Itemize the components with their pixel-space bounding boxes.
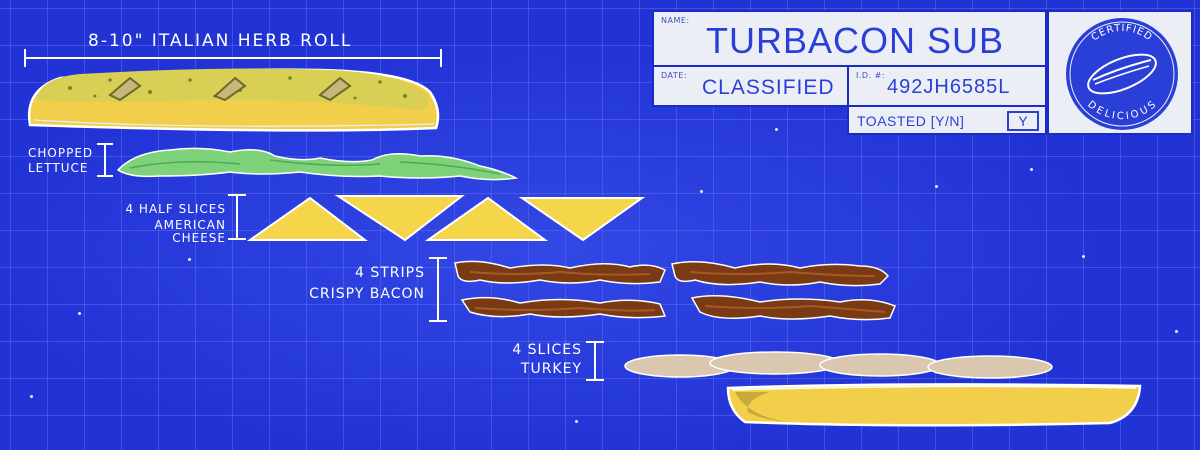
cheese-bracket <box>236 194 238 240</box>
date-value: CLASSIFIED <box>702 76 835 99</box>
star-dot <box>1030 168 1033 171</box>
bacon-strips-illustration <box>454 260 896 321</box>
bacon-bracket-top <box>429 257 447 259</box>
star-dot <box>575 420 578 423</box>
star-dot <box>188 258 191 261</box>
cheese-label-line2: American Cheese <box>154 218 226 245</box>
toasted-label: TOASTED [Y/N] <box>857 113 965 129</box>
turkey-slices-illustration <box>624 351 1053 379</box>
name-caption: NAME: <box>661 16 690 25</box>
id-value: 492JH6585L <box>887 76 1011 98</box>
name-field: NAME: TURBACON SUB <box>652 10 1047 67</box>
star-dot <box>1175 330 1178 333</box>
cheese-bracket-top <box>228 194 246 196</box>
seal-box: CERTIFIED DELICIOUS <box>1047 10 1193 135</box>
cheese-bracket-bottom <box>228 238 246 240</box>
id-caption: I.D. #: <box>856 71 886 80</box>
roll-dimension-tick-left <box>24 49 26 67</box>
turkey-bracket-top <box>586 341 604 343</box>
roll-dimension-tick-right <box>440 49 442 67</box>
title-block: NAME: TURBACON SUB DATE: CLASSIFIED I.D.… <box>652 10 1193 135</box>
star-dot <box>78 312 81 315</box>
turkey-label-line2: Turkey <box>520 361 582 377</box>
toasted-field: TOASTED [Y/N] Y <box>847 105 1047 135</box>
turkey-bracket-bottom <box>586 379 604 381</box>
star-dot <box>935 185 938 188</box>
id-field: I.D. #: 492JH6585L <box>847 65 1047 107</box>
bacon-bracket-bottom <box>429 320 447 322</box>
cheese-slices-illustration <box>246 195 646 242</box>
star-dot <box>775 128 778 131</box>
bacon-label-line1: 4 Strips <box>355 265 425 281</box>
lettuce-label-line1: Chopped <box>28 146 94 160</box>
top-roll-illustration <box>27 68 440 132</box>
bacon-bracket <box>437 257 439 321</box>
lettuce-illustration <box>116 147 519 181</box>
lettuce-label-line2: Lettuce <box>28 161 89 175</box>
lettuce-bracket-bottom <box>97 175 113 177</box>
lettuce-bracket <box>104 143 106 177</box>
roll-label: 8-10" Italian Herb Roll <box>88 31 353 51</box>
date-caption: DATE: <box>661 71 688 80</box>
star-dot <box>700 190 703 193</box>
toasted-checkbox-value: Y <box>1007 111 1039 131</box>
name-value: TURBACON SUB <box>706 20 1005 61</box>
bottom-roll-illustration <box>726 383 1142 427</box>
bacon-label-line2: Crispy Bacon <box>309 286 425 302</box>
turkey-bracket <box>594 341 596 381</box>
sandwich-icon <box>1087 53 1157 95</box>
lettuce-bracket-top <box>97 143 113 145</box>
turkey-label-line1: 4 Slices <box>512 342 582 358</box>
roll-dimension-line <box>24 57 442 59</box>
date-field: DATE: CLASSIFIED <box>652 65 849 107</box>
certified-delicious-seal: CERTIFIED DELICIOUS <box>1066 18 1178 130</box>
star-dot <box>1082 255 1085 258</box>
star-dot <box>30 395 33 398</box>
cheese-label-line1: 4 Half Slices <box>125 202 226 216</box>
